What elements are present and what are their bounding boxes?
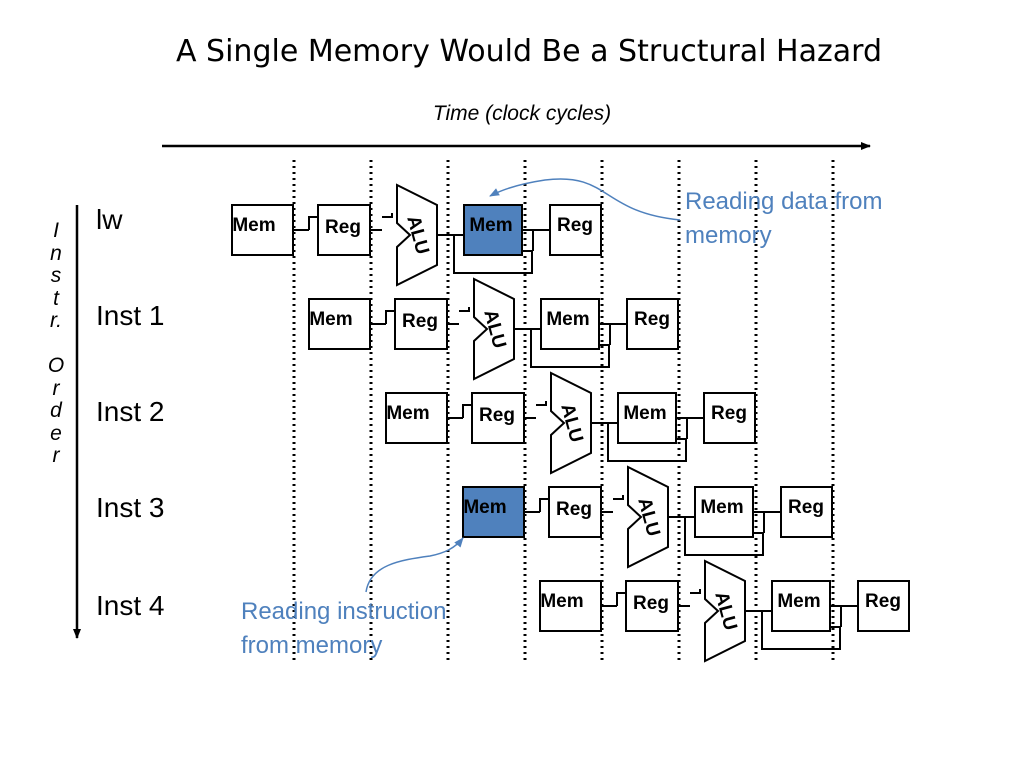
register-read-label: Reg xyxy=(479,405,515,426)
register-write-label: Reg xyxy=(557,215,593,236)
order-letter: n xyxy=(50,241,62,265)
annotation-line: Reading instruction xyxy=(241,598,447,625)
register-read-block xyxy=(548,486,602,538)
order-letter: s xyxy=(50,264,62,287)
data-memory-label: Mem xyxy=(546,309,589,330)
order-letter: r xyxy=(52,444,60,467)
data-memory-label: Mem xyxy=(777,591,820,612)
datapath-wire xyxy=(462,404,472,418)
instruction-memory-label: Mem xyxy=(386,403,429,424)
annotation-line: memory xyxy=(685,222,772,249)
datapath-wire xyxy=(539,498,549,512)
register-write-block xyxy=(626,298,679,350)
register-read-label: Reg xyxy=(556,499,592,520)
instruction-memory-label: Mem xyxy=(232,215,275,236)
data-memory-label: Mem xyxy=(469,215,512,236)
instruction-memory-label: Mem xyxy=(309,309,352,330)
order-letter: I xyxy=(53,219,59,242)
row-label-inst-2: Inst 2 xyxy=(96,396,165,427)
data-memory-block xyxy=(771,580,831,632)
order-letter: r. xyxy=(49,309,63,332)
register-write-label: Reg xyxy=(634,309,670,330)
register-read-label: Reg xyxy=(633,593,669,614)
datapath-wire xyxy=(536,401,547,406)
slide-title: A Single Memory Would Be a Structural Ha… xyxy=(176,34,882,69)
register-write-block xyxy=(549,204,602,256)
datapath-wire xyxy=(308,216,318,230)
datapath-wire xyxy=(385,310,395,324)
datapath-wire xyxy=(453,235,533,274)
register-write-block xyxy=(780,486,833,538)
instruction-memory-label: Mem xyxy=(463,497,506,518)
row-label-inst-4: Inst 4 xyxy=(96,590,165,621)
datapath-wire xyxy=(684,517,764,556)
order-letter: e xyxy=(50,421,62,445)
instr-read-annotation: Reading instruction from memory xyxy=(241,595,446,663)
annotation-line: from memory xyxy=(241,632,383,659)
order-letter: d xyxy=(50,399,62,422)
register-read-block xyxy=(394,298,448,350)
register-write-block xyxy=(703,392,756,444)
instruction-memory-block xyxy=(539,580,602,632)
row-label-inst-1: Inst 1 xyxy=(96,300,165,331)
alu-block xyxy=(396,183,438,287)
alu-block xyxy=(473,277,515,381)
instr-read-callout-arrow xyxy=(365,537,464,593)
data-read-callout-arrow xyxy=(489,178,681,221)
data-memory-block xyxy=(463,204,523,256)
row-label-lw: lw xyxy=(96,204,123,235)
data-memory-block xyxy=(617,392,677,444)
datapath-wire xyxy=(690,589,701,594)
register-write-block xyxy=(857,580,910,632)
row-label-inst-3: Inst 3 xyxy=(96,492,165,523)
datapath-wire xyxy=(459,307,470,312)
time-axis-label: Time (clock cycles) xyxy=(432,102,612,125)
alu-block xyxy=(550,371,592,475)
register-read-block xyxy=(625,580,679,632)
data-memory-block xyxy=(540,298,600,350)
datapath-wire xyxy=(616,592,626,606)
datapath-wire xyxy=(607,423,687,462)
register-write-label: Reg xyxy=(788,497,824,518)
instruction-order-label: I n s t r. O r d e r xyxy=(46,219,66,468)
register-read-label: Reg xyxy=(402,311,438,332)
datapath-wire xyxy=(761,611,841,650)
register-read-label: Reg xyxy=(325,217,361,238)
order-letter: O xyxy=(47,354,65,377)
alu-block xyxy=(704,559,746,663)
annotation-line: Reading data from xyxy=(685,188,883,215)
data-memory-label: Mem xyxy=(700,497,743,518)
data-read-annotation: Reading data from memory xyxy=(685,185,882,253)
instruction-memory-label: Mem xyxy=(540,591,583,612)
order-letter: t xyxy=(53,286,59,310)
instruction-memory-block xyxy=(308,298,371,350)
instruction-memory-block xyxy=(462,486,525,538)
register-read-block xyxy=(471,392,525,444)
datapath-wire xyxy=(613,495,624,500)
datapath-wire xyxy=(530,329,610,368)
data-memory-block xyxy=(694,486,754,538)
order-letter: r xyxy=(52,376,60,400)
instruction-memory-block xyxy=(385,392,448,444)
register-write-label: Reg xyxy=(711,403,747,424)
register-write-label: Reg xyxy=(865,591,901,612)
datapath-wire xyxy=(382,213,393,218)
data-memory-label: Mem xyxy=(623,403,666,424)
instruction-memory-block xyxy=(231,204,294,256)
register-read-block xyxy=(317,204,371,256)
alu-block xyxy=(627,465,669,569)
